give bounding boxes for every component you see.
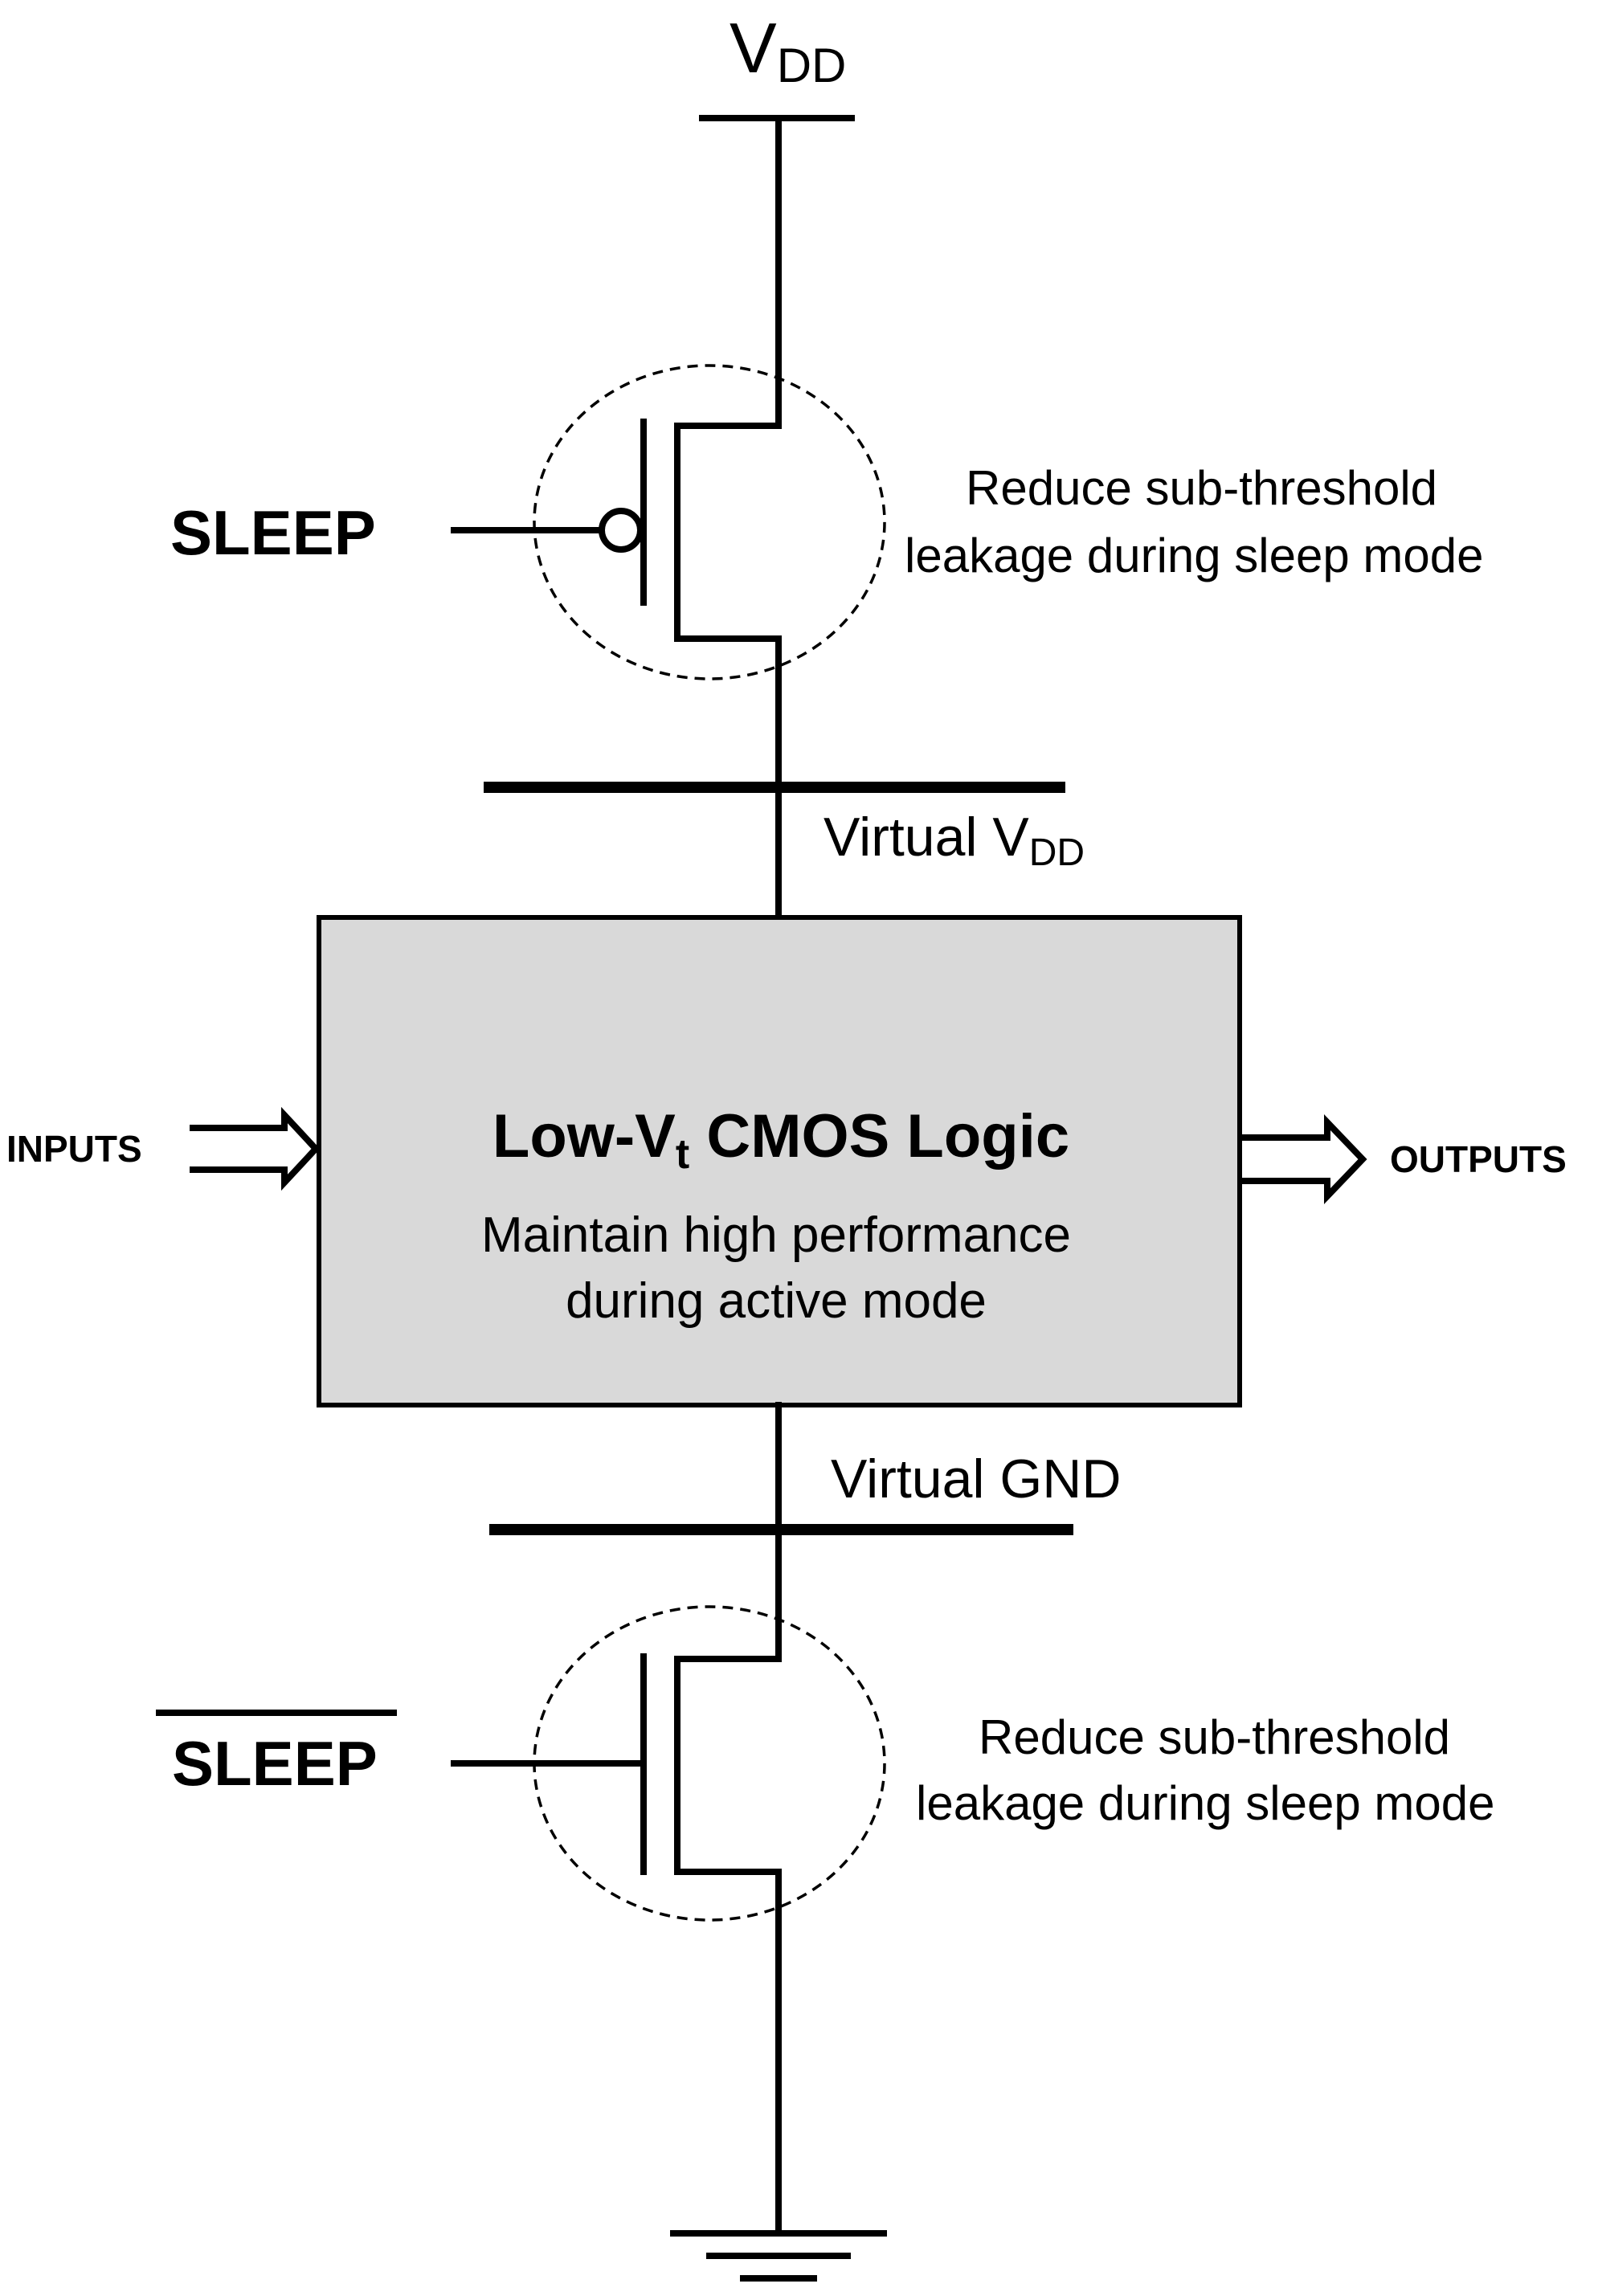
inputs-arrow: INPUTS [6, 1106, 321, 1191]
vdd-terminal: VDD [699, 8, 855, 429]
sleep-bar-control-label: SLEEP [172, 1728, 378, 1799]
pmos-gate-bubble [599, 508, 644, 553]
vdd-label: VDD [730, 8, 846, 92]
virtual-gnd-label: Virtual GND [831, 1448, 1122, 1510]
pmos-note-line1: Reduce sub-threshold [966, 461, 1437, 515]
ground-icon [670, 2230, 887, 2282]
virtual-vdd-label: Virtual VDD [824, 807, 1085, 874]
pmos-note-line2: leakage during sleep mode [905, 529, 1484, 582]
logic-block-note-line1: Maintain high performance [481, 1207, 1071, 1263]
pmos-highlight-circle [533, 364, 886, 680]
virtual-gnd-rail: Virtual GND [489, 1402, 1122, 1662]
outputs-arrow: OUTPUTS [1240, 1114, 1567, 1204]
low-vt-cmos-logic-block: Low-Vt CMOS Logic Maintain high performa… [317, 915, 1242, 1407]
sleep-control-label: SLEEP [170, 497, 376, 568]
pmos-sleep-transistor: SLEEP Reduce sub-threshold leakage durin… [170, 364, 1484, 921]
logic-block-title: Low-Vt CMOS Logic [492, 1102, 1069, 1178]
nmos-sleep-transistor: SLEEP Reduce sub-threshold leakage durin… [156, 1605, 1495, 2237]
outputs-label: OUTPUTS [1390, 1138, 1567, 1180]
logic-block-box [317, 915, 1242, 1407]
outputs-arrow-icon [1240, 1114, 1367, 1204]
nmos-note-line2: leakage during sleep mode [916, 1776, 1495, 1830]
virtual-vdd-rail: Virtual VDD [484, 782, 1085, 874]
logic-block-note-line2: during active mode [566, 1273, 987, 1329]
inputs-label: INPUTS [6, 1128, 142, 1170]
inputs-arrow-icon [190, 1106, 321, 1191]
nmos-note-line1: Reduce sub-threshold [979, 1710, 1450, 1764]
